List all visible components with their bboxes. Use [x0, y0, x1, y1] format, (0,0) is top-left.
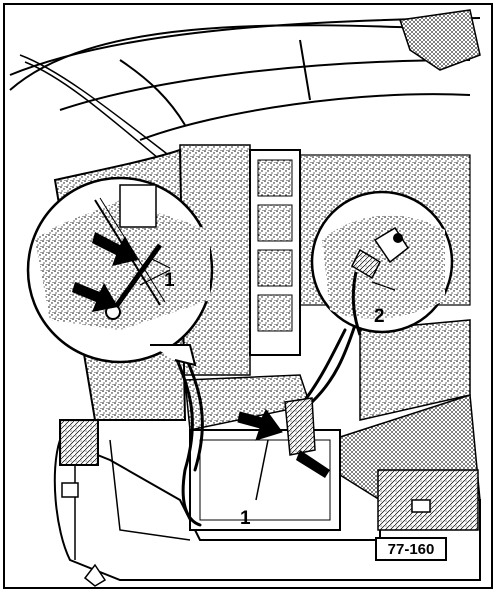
callout-1-detail: 1: [164, 270, 175, 291]
detail-view-1: [26, 176, 214, 364]
rear-door-window-column: [249, 149, 301, 356]
harness-connector-block: [284, 397, 330, 478]
figure-frame: [3, 3, 493, 589]
cargo-latch-icon: [411, 499, 431, 513]
callout-1-main-leader: [255, 439, 269, 501]
callout-2-detail: 2: [374, 306, 385, 327]
detail-1-leader: [150, 344, 197, 367]
reference-code-box: [375, 537, 447, 561]
roof-lining-fabric: [399, 9, 481, 71]
wiring-harness: [173, 323, 357, 527]
arrow-marker-main: [237, 409, 283, 441]
reference-code: 77-160: [388, 541, 435, 558]
cargo-side-box: [359, 319, 471, 421]
detail-view-2: [310, 190, 454, 336]
taillight: [59, 419, 99, 466]
tailgate-strut: [19, 54, 176, 169]
arrow-marker-detail-upper: [92, 232, 138, 266]
tow-hook: [83, 563, 107, 587]
arrow-marker-detail-lower: [72, 282, 118, 312]
callout-1-main: 1: [240, 508, 251, 529]
license-lamp: [61, 482, 79, 498]
